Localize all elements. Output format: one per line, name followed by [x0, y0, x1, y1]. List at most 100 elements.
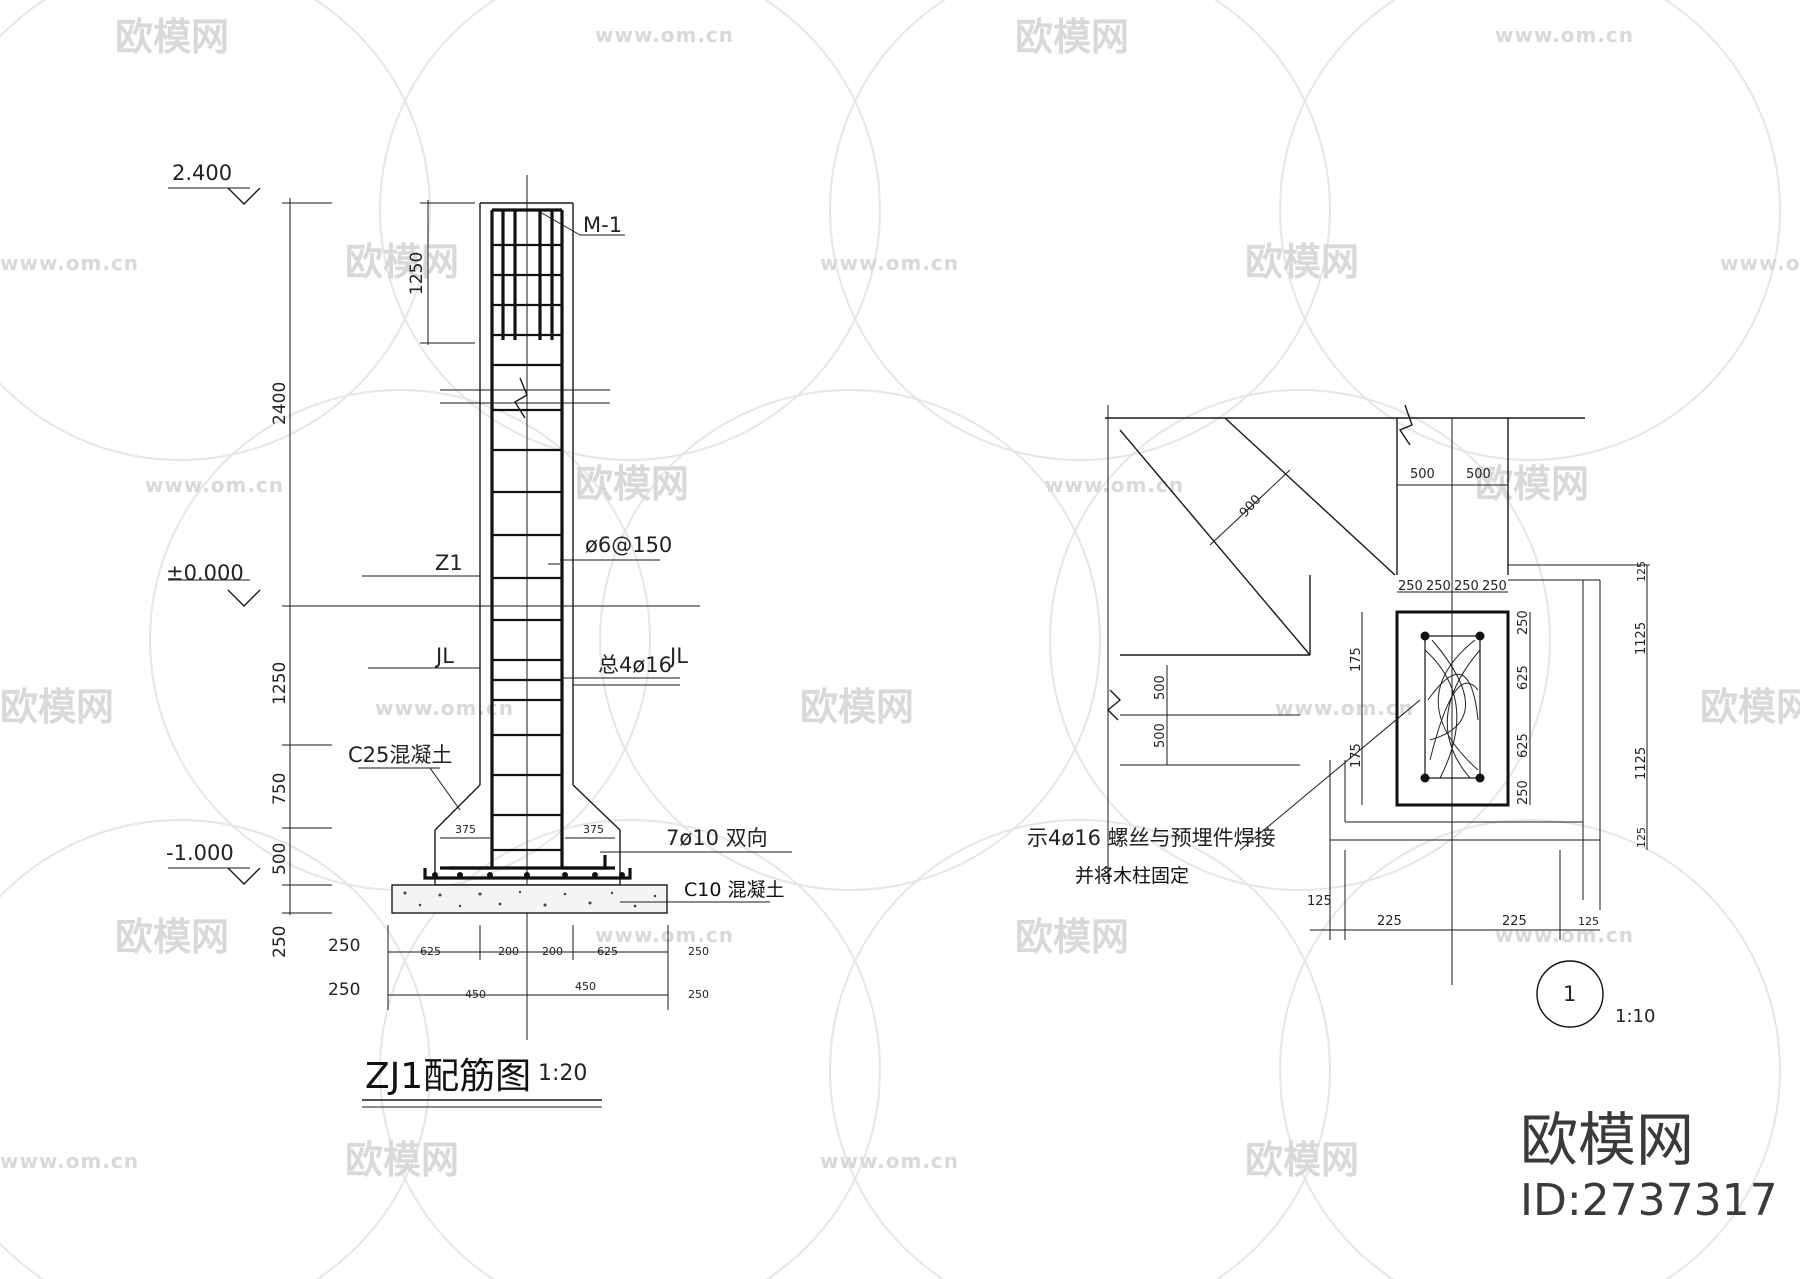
diag-dim-line	[1209, 469, 1291, 546]
dim-250-group: 250	[270, 926, 290, 958]
top-small-1: 250	[1398, 579, 1423, 594]
outer-right-1: 125	[1635, 561, 1648, 582]
dim-750-group: 750	[270, 773, 290, 805]
bottom-dim-4: 125	[1578, 915, 1599, 928]
outer-right-2: 1125	[1634, 622, 1649, 655]
detail-bubble	[1536, 960, 1604, 1028]
watermark-logo: 欧模网	[345, 240, 459, 284]
plan-row2-left: 250	[328, 980, 360, 1000]
elev-zero-triangle	[227, 589, 261, 607]
plan-row2-v2: 450	[575, 980, 596, 993]
zj1-reinforcement-drawing: 2.400 ±0.000 -1.000 2400 1250 750 500 25…	[166, 161, 792, 1108]
note-line2: 并将木柱固定	[1075, 865, 1189, 887]
watermark-logo: 欧模网	[1475, 462, 1589, 506]
elev-bottom-triangle	[227, 867, 261, 885]
inner-right-3-g: 625	[1516, 733, 1531, 758]
watermark-logo: 欧模网	[1700, 685, 1800, 729]
detail-scale: 1:10	[1615, 1006, 1655, 1027]
outer-right-3-g: 1125	[1634, 747, 1649, 780]
outer-right-4: 125	[1635, 827, 1648, 848]
plan-row2-right: 250	[688, 988, 709, 1001]
plate-hatch-curves	[1424, 639, 1481, 779]
top-small-4: 250	[1482, 579, 1507, 594]
elev-top-triangle	[227, 187, 261, 205]
left-small-2: 175	[1349, 743, 1364, 768]
watermark-url: www.om.cn	[595, 23, 734, 47]
label-bottom-bars: 7ø10 双向	[666, 826, 768, 850]
plan-row1-v4: 625	[597, 945, 618, 958]
dim-total-above: 2400	[270, 382, 290, 425]
label-long-bars: 总4ø16	[598, 653, 672, 677]
watermark-logo: 欧模网	[115, 915, 229, 959]
drawing-scale: 1:20	[538, 1061, 587, 1086]
watermark-logo: 欧模网	[345, 1138, 459, 1182]
outer-right-1-g: 125	[1635, 561, 1648, 582]
label-m1: M-1	[583, 213, 622, 237]
note-leader	[1239, 699, 1421, 851]
pedestal-left-slope	[434, 784, 481, 831]
watermark-url: www.om.cn	[1495, 23, 1634, 47]
label-concrete: C25混凝土	[348, 743, 452, 767]
watermark-logo: 欧模网	[1015, 915, 1129, 959]
left-small-1: 175	[1349, 647, 1364, 672]
watermark-logo: 欧模网	[0, 685, 114, 729]
outer-right-3: 1125	[1634, 747, 1649, 780]
bolt-dots	[1420, 631, 1485, 783]
watermark-url: www.om.cn	[1720, 251, 1800, 275]
left-small-2-g: 175	[1349, 743, 1364, 768]
label-stirrup: ø6@150	[585, 533, 672, 557]
watermark-texts: 欧模网 www.om.cn 欧模网 www.om.cn www.om.cn 欧模…	[0, 15, 1800, 1182]
watermark-url: www.om.cn	[1275, 696, 1414, 720]
dim-2400-group: 2400	[270, 382, 290, 425]
dim-pedestal: 750	[270, 773, 290, 805]
dim-1250-group: 1250	[270, 662, 290, 705]
watermark-url: www.om.cn	[820, 251, 959, 275]
inner-right-1: 250	[1516, 610, 1531, 635]
elev-bottom-value: -1.000	[166, 841, 234, 865]
lean-concrete-base	[391, 884, 668, 914]
watermark-logo: 欧模网	[1245, 1138, 1359, 1182]
top-small-3: 250	[1454, 579, 1479, 594]
brace-diagonal-2	[1224, 417, 1396, 576]
left-dim-2-g: 500	[1153, 723, 1168, 748]
dim-500-group: 500	[270, 843, 290, 875]
elev-ground-value: ±0.000	[166, 561, 244, 585]
dim-top-1250-group: 1250	[407, 252, 427, 295]
inner-right-2-g: 625	[1516, 665, 1531, 690]
brand-name: 欧模网	[1520, 1106, 1694, 1174]
dim-mid: 1250	[270, 662, 290, 705]
inner-right-1-g: 250	[1516, 610, 1531, 635]
top-break-mark	[1398, 404, 1413, 446]
label-jl-left: JL	[434, 644, 454, 668]
top-dim-2: 500	[1466, 467, 1491, 482]
inner-right-4: 250	[1516, 780, 1531, 805]
dim-footing: 500	[270, 843, 290, 875]
watermark-url: www.om.cn	[820, 1149, 959, 1173]
stirrups	[492, 243, 562, 852]
watermark-url: www.om.cn	[595, 923, 734, 947]
dim-375-right: 375	[583, 823, 604, 836]
bottom-dim-3: 225	[1502, 914, 1527, 929]
inner-right-2: 625	[1516, 665, 1531, 690]
drawing-title: ZJ1配筋图	[365, 1056, 531, 1097]
watermark-logo: 欧模网	[1015, 15, 1129, 59]
bottom-dim-1: 125	[1307, 894, 1332, 909]
plan-row1-v1: 625	[420, 945, 441, 958]
watermark-url: www.om.cn	[0, 1149, 139, 1173]
plan-row1-v3: 200	[542, 945, 563, 958]
watermark-logo: 欧模网	[800, 685, 914, 729]
left-dim-1: 500	[1153, 675, 1168, 700]
concrete-hatch-dots	[403, 890, 657, 908]
outer-right-4-g: 125	[1635, 827, 1648, 848]
left-dim-2: 500	[1153, 723, 1168, 748]
watermark-url: www.om.cn	[1045, 473, 1184, 497]
dim-base: 250	[270, 926, 290, 958]
elev-top-value: 2.400	[172, 161, 232, 185]
break-zigzag	[514, 377, 528, 419]
inner-right-3: 625	[1516, 733, 1531, 758]
watermark-url: www.om.cn	[0, 251, 139, 275]
watermark-url: www.om.cn	[145, 473, 284, 497]
left-small-1-g: 175	[1349, 647, 1364, 672]
